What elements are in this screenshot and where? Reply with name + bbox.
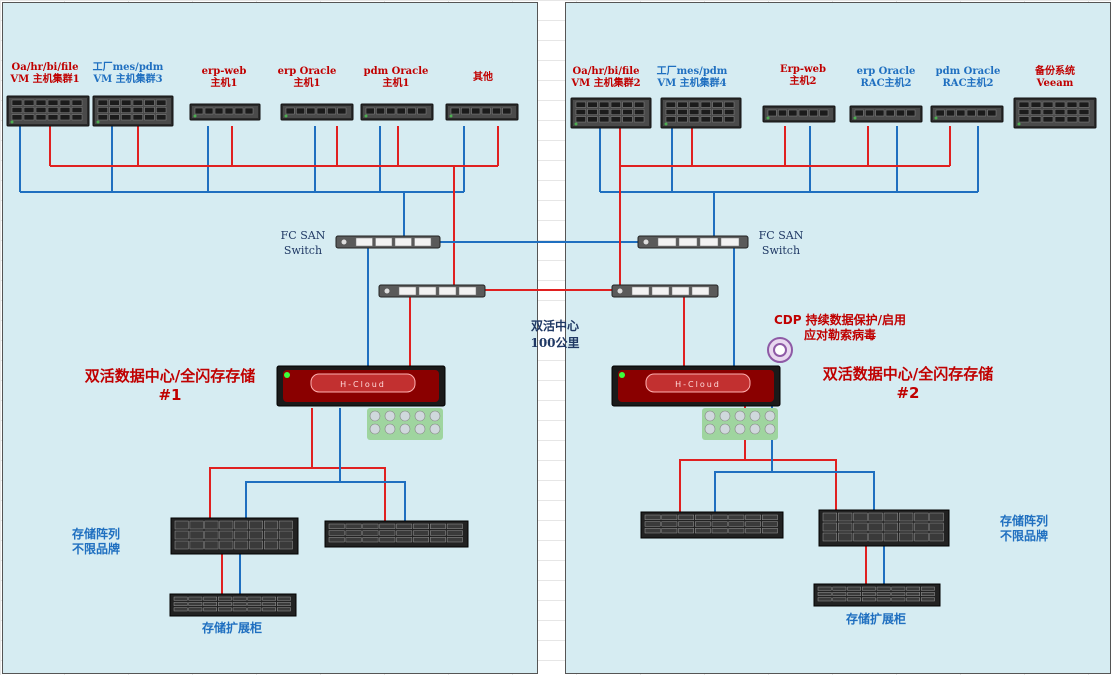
left-fc-switch-lower [378, 284, 486, 298]
left-storage-to-array-2-data [312, 467, 386, 521]
right-server-cluster-4 [660, 97, 742, 129]
right-storage-array-2 [818, 509, 950, 547]
left-host-label-6: 其他 [473, 72, 493, 83]
right-fc-switch-lower [611, 284, 719, 298]
right-hcloud-storage: H-Cloud [611, 365, 781, 407]
right-array-label: 存储阵列不限品牌 [999, 514, 1048, 543]
left-server-pdm-oracle [360, 103, 434, 121]
storage-brand-text: H-Cloud [340, 380, 386, 389]
left-array-label: 存储阵列不限品牌 [71, 527, 120, 556]
left-server-cluster-3 [92, 95, 174, 127]
left-hcloud-storage: H-Cloud [276, 365, 446, 407]
right-storage-expansion [813, 583, 941, 607]
left-storage-to-array-1-fc [245, 408, 341, 518]
left-storage-to-array-2-fc [340, 481, 406, 521]
left-hcloud-storage-disk-icon [367, 408, 443, 440]
right-fc-switch-upper [637, 235, 749, 249]
right-storage-title: 双活数据中心/全闪存存储#2 [822, 365, 994, 402]
right-expansion-label: 存储扩展柜 [845, 612, 906, 626]
right-hcloud-storage-disk-icon [702, 408, 778, 440]
cdp-protection-icon [767, 337, 793, 363]
cdp-label: CDP 持续数据保护/启用应对勒索病毒 [773, 313, 907, 342]
storage-brand-text: H-Cloud [675, 380, 721, 389]
left-fc-switch-upper [335, 235, 441, 249]
left-server-erp-web [189, 103, 261, 121]
left-storage-expansion [169, 593, 297, 617]
left-storage-array-2 [324, 520, 469, 548]
right-server-veeam [1013, 97, 1097, 129]
left-storage-array-1 [170, 517, 299, 555]
right-server-erp-web [762, 105, 836, 123]
left-server-other [445, 103, 519, 121]
left-expansion-label: 存储扩展柜 [201, 621, 262, 635]
right-storage-to-array-2-fc [772, 471, 875, 512]
left-storage-title: 双活数据中心/全闪存存储#1 [84, 367, 256, 404]
left-server-erp-oracle [280, 103, 354, 121]
right-server-cluster-2 [570, 97, 652, 129]
left-server-cluster-1 [6, 95, 90, 127]
right-server-erp-oracle-rac [849, 105, 923, 123]
right-storage-array-1 [640, 511, 784, 539]
right-storage-to-array-2-data [745, 459, 837, 512]
left-storage-to-array-1-data [209, 408, 313, 518]
right-server-pdm-oracle-rac [930, 105, 1004, 123]
